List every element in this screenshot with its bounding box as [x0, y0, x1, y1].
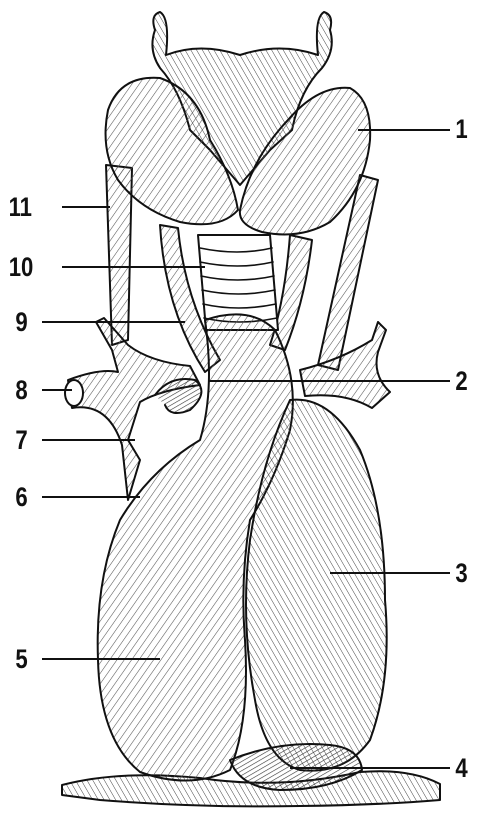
callout-7: 7	[15, 427, 27, 454]
callout-3: 3	[455, 560, 467, 587]
callout-2: 2	[455, 368, 467, 395]
callout-5: 5	[15, 646, 27, 673]
vessel-opening	[65, 380, 83, 406]
callout-9: 9	[15, 309, 27, 336]
callout-11: 11	[9, 194, 32, 221]
callout-6: 6	[15, 484, 27, 511]
callout-4: 4	[455, 755, 467, 782]
callout-10: 10	[9, 254, 34, 281]
callout-1: 1	[455, 116, 467, 143]
callout-8: 8	[15, 377, 27, 404]
